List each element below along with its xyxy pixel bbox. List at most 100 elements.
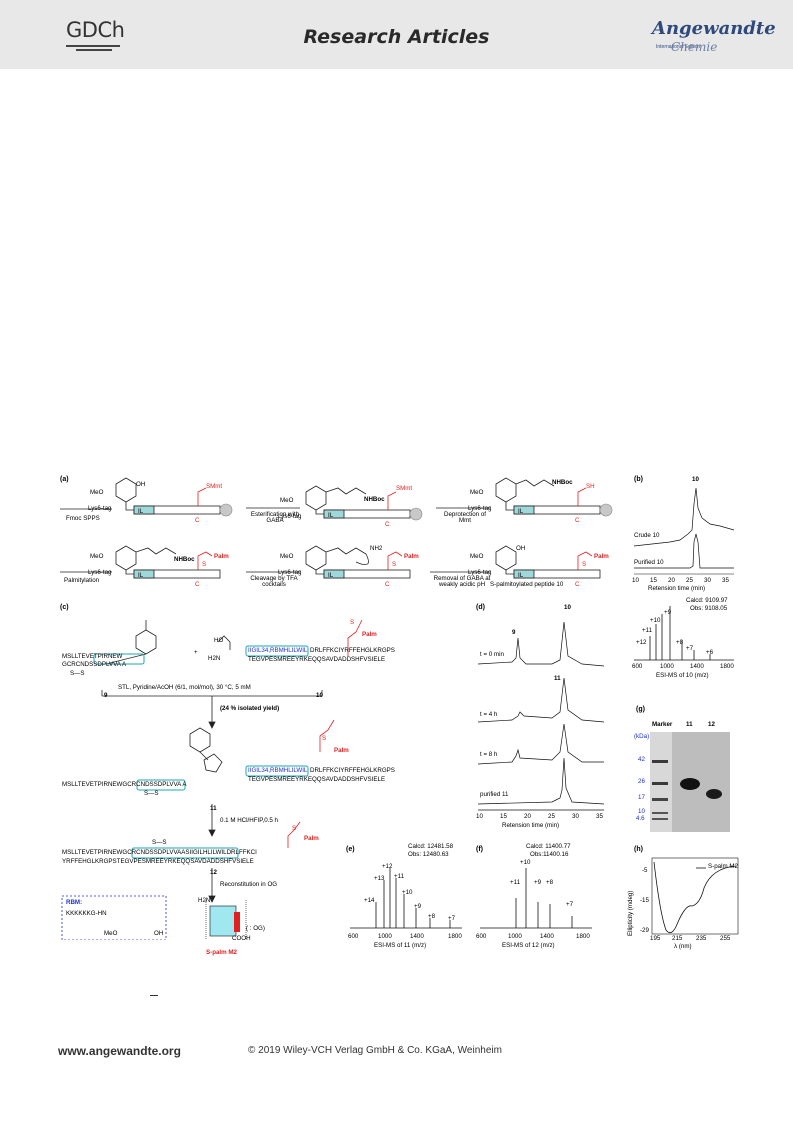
footnote-dash — [150, 995, 158, 996]
reaction-yield: (24 % isolated yield) — [220, 705, 280, 712]
step-palmitylation: Palmitylation — [64, 577, 100, 584]
c-label-4: C — [195, 581, 200, 588]
seq11-disulfide: S—S — [144, 790, 159, 797]
seq10-line2: TEGVPESMREEYRKEQQSAVDADDSHFVSIELE — [248, 656, 386, 663]
ms-10-charge-12: +12 — [636, 639, 647, 646]
figure: (a) — [56, 470, 740, 970]
compound-11-label: 11 — [210, 805, 217, 812]
il-label-5: IL — [328, 572, 334, 579]
ms-12-charge-11: +11 — [510, 879, 521, 886]
gdch-logo-underline-short — [76, 49, 112, 51]
rbm-oh: OH — [154, 930, 164, 937]
ms-10-charge-11: +11 — [642, 627, 653, 634]
cd-ylabel: Ellipticity (mdeg) — [627, 890, 634, 936]
ms-12-charge-7: +7 — [566, 901, 574, 908]
seq12-disulfide: S—S — [152, 839, 167, 846]
panel-b-label: (b) — [634, 476, 643, 483]
trace-t0-label: t = 0 min — [480, 651, 504, 658]
panel-g-label: (g) — [636, 706, 645, 713]
ms-12-xtick-0: 600 — [476, 933, 487, 940]
panel-a-scheme — [60, 477, 613, 579]
c-label-3: C — [575, 517, 580, 524]
seq11-rbm-box: IIGIL34,RBMHLILWIL — [248, 767, 308, 774]
nh2-label: NH2 — [370, 545, 383, 552]
seq10-s: S — [350, 619, 355, 626]
footer-url[interactable]: www.angewandte.org — [58, 1044, 181, 1058]
seq11-palm: Palm — [334, 747, 349, 754]
marker-26: 26 — [638, 778, 645, 785]
meo-group-1: MeO — [90, 489, 104, 496]
trace-crude-label: Crude 10 — [634, 532, 660, 539]
ms-10-xtick-0: 600 — [632, 663, 643, 670]
rbm-meo: MeO — [104, 930, 118, 937]
ms-10-xtick-3: 1800 — [720, 663, 734, 670]
product-s-palm-m2: S-palm M2 — [206, 949, 237, 956]
panel-b-xtick-5: 35 — [722, 577, 729, 584]
seq10-palm: Palm — [362, 631, 377, 638]
ms-11-spectrum — [350, 868, 462, 929]
ms-10-charge-10: +10 — [650, 617, 661, 624]
panel-b-xtick-2: 20 — [668, 577, 675, 584]
meo-group-6: MeO — [470, 553, 484, 560]
rbm-title: RBM: — [66, 899, 83, 906]
angewandte-chemie: Chemie — [671, 40, 718, 54]
journal-header: GDCh Research Articles Angewandte Intern… — [0, 0, 793, 69]
marker-4-6: 4.6 — [636, 815, 645, 822]
ms-10-calcd: Calcd: 9109.97 — [686, 597, 728, 604]
angewandte-logo: Angewandte — [652, 18, 776, 39]
ms-10-charge-6: +6 — [706, 649, 714, 656]
trace-t8h-label: t = 8 h — [480, 751, 498, 758]
il-label-6: IL — [518, 572, 524, 579]
il-label-1: IL — [138, 508, 144, 515]
ms-11-xtick-2: 1400 — [410, 933, 424, 940]
il-label-3: IL — [518, 508, 524, 515]
panel-d-chromatogram — [477, 621, 605, 811]
compound-9-label: 9 — [104, 692, 108, 699]
panel-d-label: (d) — [476, 604, 485, 611]
s-label-1: S — [202, 561, 207, 568]
cd-ytick-0: -5 — [642, 867, 648, 874]
lys-tag-6: Lys6-tag — [468, 569, 492, 576]
panel-d-xlabel: Retension time (min) — [502, 822, 560, 829]
nhboc-label-3: NHBoc — [174, 556, 195, 563]
il-label-4: IL — [138, 572, 144, 579]
lane-marker: Marker — [652, 721, 673, 728]
ms-10-charge-7: +7 — [686, 645, 694, 652]
ms-10-xtick-2: 1400 — [690, 663, 704, 670]
compound-12-label: 12 — [210, 869, 217, 876]
panel-d-xtick-4: 30 — [572, 813, 579, 820]
ms-11-charge-12: +12 — [382, 863, 393, 870]
seq9-disulfide: S—S — [70, 670, 85, 677]
panel-c-label: (c) — [60, 604, 69, 611]
lys-tag-5: Lys6-tag — [278, 569, 302, 576]
gel-unit: (kDa) — [634, 733, 650, 740]
ms-12-charge-9: +9 — [534, 879, 542, 886]
cd-xlabel: λ (nm) — [674, 943, 692, 950]
section-title: Research Articles — [303, 26, 490, 48]
seq11-s: S — [322, 735, 327, 742]
s-label-2: S — [392, 561, 397, 568]
panel-d-xtick-0: 10 — [476, 813, 483, 820]
crude-trace — [633, 487, 735, 547]
ms-12-xtick-2: 1400 — [540, 933, 554, 940]
c-label-1: C — [195, 517, 200, 524]
ms-11-charge-8: +8 — [428, 913, 436, 920]
panel-b-xtick-1: 15 — [650, 577, 657, 584]
cd-xtick-3: 255 — [720, 935, 731, 942]
panel-d-xtick-5: 35 — [596, 813, 603, 820]
trace-purified-11-label: purified 11 — [480, 791, 509, 798]
nhboc-label-2: NHBoc — [552, 479, 573, 486]
panel-b-chromatogram — [633, 487, 735, 575]
compound-10-label: 10 — [316, 692, 323, 699]
cd-xtick-1: 215 — [672, 935, 683, 942]
marker-10: 10 — [638, 808, 645, 815]
seq11-line-top: DRLFFKCIYRFFEHGLKRGPS — [310, 767, 395, 774]
lys-tag-4: Lys6-tag — [88, 569, 112, 576]
ms-12-spectrum — [480, 868, 592, 929]
m2-h2n: H2N — [198, 897, 211, 904]
panel-d-xtick-1: 15 — [500, 813, 507, 820]
plus-sign: + — [194, 649, 198, 656]
seq9-line1: MSLLTEVETPIRNEW — [62, 653, 123, 660]
c-label-6: C — [575, 581, 580, 588]
ms-11-calcd: Calcd: 12481.58 — [408, 843, 454, 850]
